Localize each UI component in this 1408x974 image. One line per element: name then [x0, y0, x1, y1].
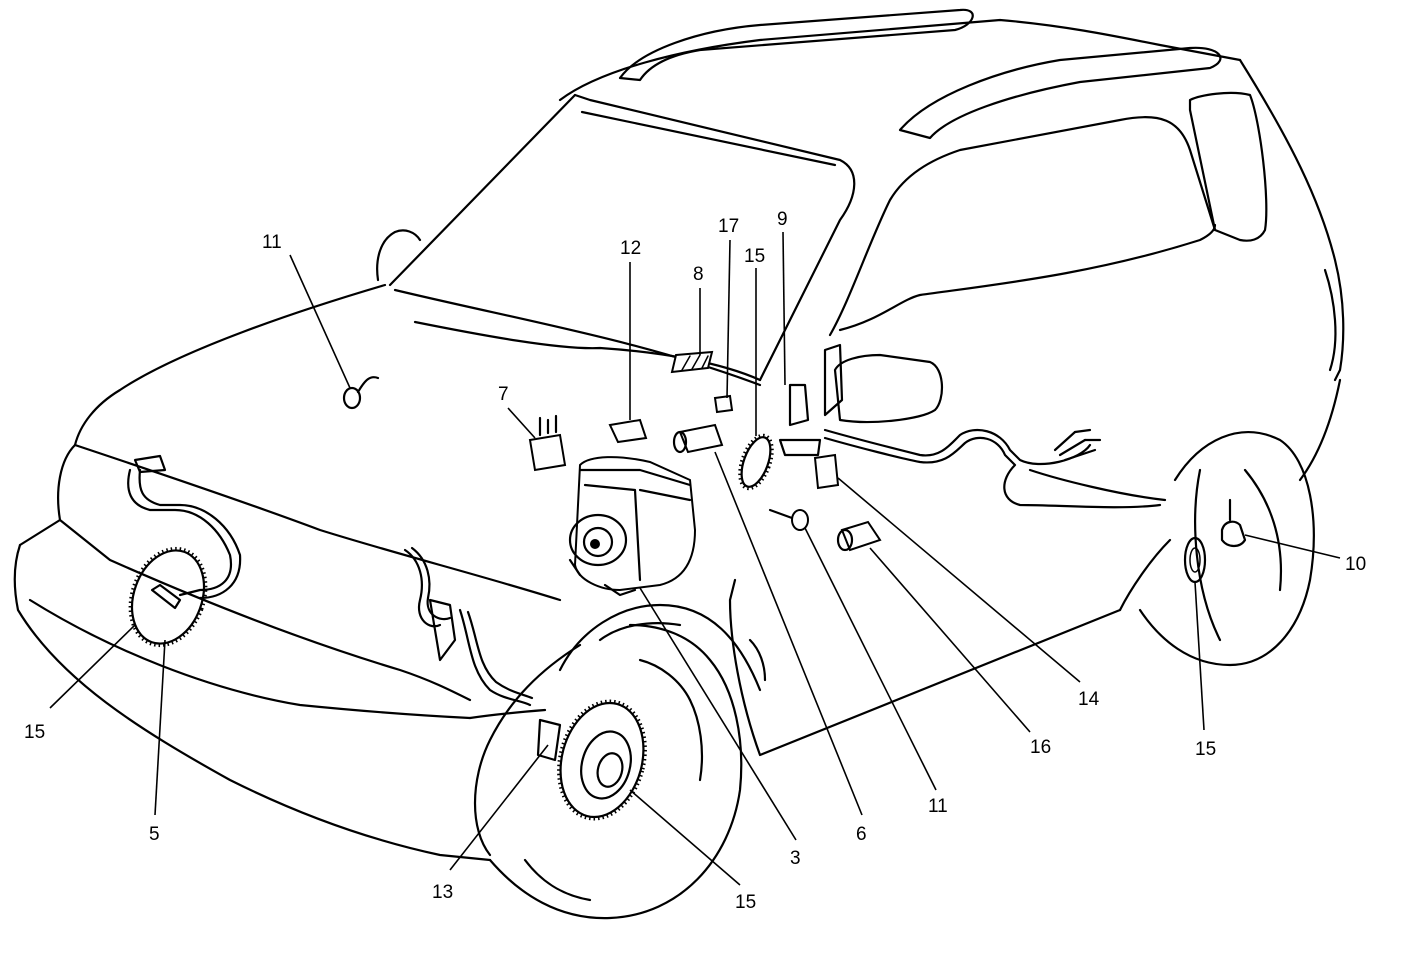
callout-17: 17 [718, 216, 739, 237]
callout-12: 12 [620, 238, 641, 259]
callout-6: 6 [856, 824, 867, 845]
callout-14: 14 [1078, 689, 1100, 710]
wiring-harness [127, 383, 1167, 762]
callout-15-center: 15 [744, 246, 765, 267]
callout-8: 8 [693, 264, 704, 285]
callout-5: 5 [149, 824, 160, 845]
callout-11-lower: 11 [928, 796, 948, 817]
callout-11-hood: 11 [262, 232, 282, 253]
callout-7: 7 [498, 384, 509, 405]
callout-16: 16 [1030, 737, 1051, 758]
callout-15-rear: 15 [1195, 739, 1216, 760]
callout-9: 9 [777, 209, 788, 230]
callout-labels: 11 12 17 9 8 15 7 10 15 5 13 15 3 6 11 1… [24, 209, 1366, 913]
rear-right-wheel [1138, 431, 1315, 667]
front-left-wheel-sensor-ring [128, 546, 208, 648]
callout-10: 10 [1345, 554, 1366, 575]
vehicle-outline [13, 8, 1345, 862]
callout-3: 3 [790, 848, 801, 869]
hydraulic-unit-abs-control-module [568, 456, 697, 597]
callout-13: 13 [432, 882, 453, 903]
callout-15-front-left: 15 [24, 722, 45, 743]
callout-15-front-wheel: 15 [735, 892, 756, 913]
component-small-parts [342, 350, 882, 552]
front-right-wheel [473, 623, 743, 920]
leader-lines [49, 231, 1341, 886]
